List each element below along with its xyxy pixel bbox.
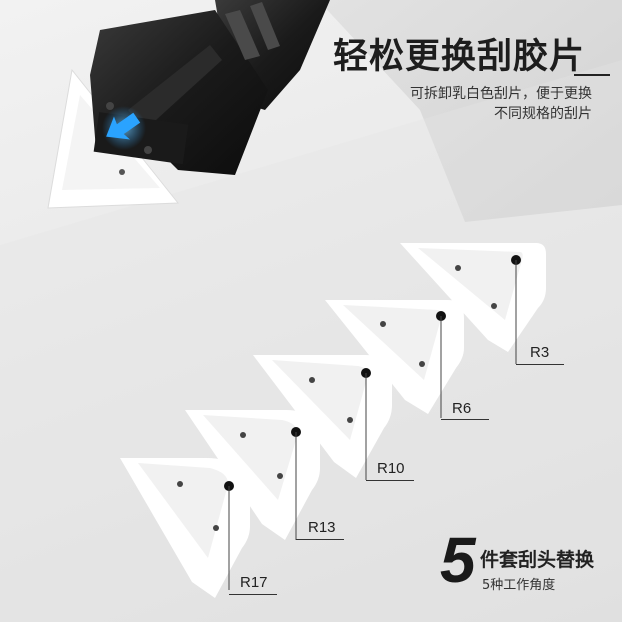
kit-subtitle: 5种工作角度 (482, 578, 556, 593)
size-rule-r3 (516, 364, 564, 365)
size-rule-r6 (441, 419, 489, 420)
blade-r10 (253, 355, 392, 480)
size-label-r10: R10 (377, 460, 405, 477)
headline-underline (574, 74, 610, 76)
headline: 轻松更换刮胶片 (333, 37, 586, 77)
kit-title: 件套刮头替换 (480, 549, 595, 571)
surface-slab (318, 0, 622, 222)
size-label-r3: R3 (530, 344, 550, 361)
blade-r13 (185, 410, 320, 540)
description-line: 不同规格的刮片 (494, 106, 592, 122)
size-rule-r10 (366, 480, 414, 481)
description-line: 可拆卸乳白色刮片，便于更换 (410, 86, 592, 102)
size-label-r17: R17 (240, 574, 268, 591)
size-rule-r13 (296, 539, 344, 540)
blade-r3 (400, 243, 546, 364)
size-rule-r17 (229, 594, 277, 595)
size-label-r6: R6 (452, 400, 472, 417)
blade-r6 (325, 300, 464, 418)
size-label-r13: R13 (308, 519, 336, 536)
description: 可拆卸乳白色刮片，便于更换 不同规格的刮片 (410, 84, 592, 124)
blade-r17 (120, 458, 250, 598)
direction-arrow-icon (102, 106, 146, 150)
kit-count: 5 (440, 524, 476, 596)
